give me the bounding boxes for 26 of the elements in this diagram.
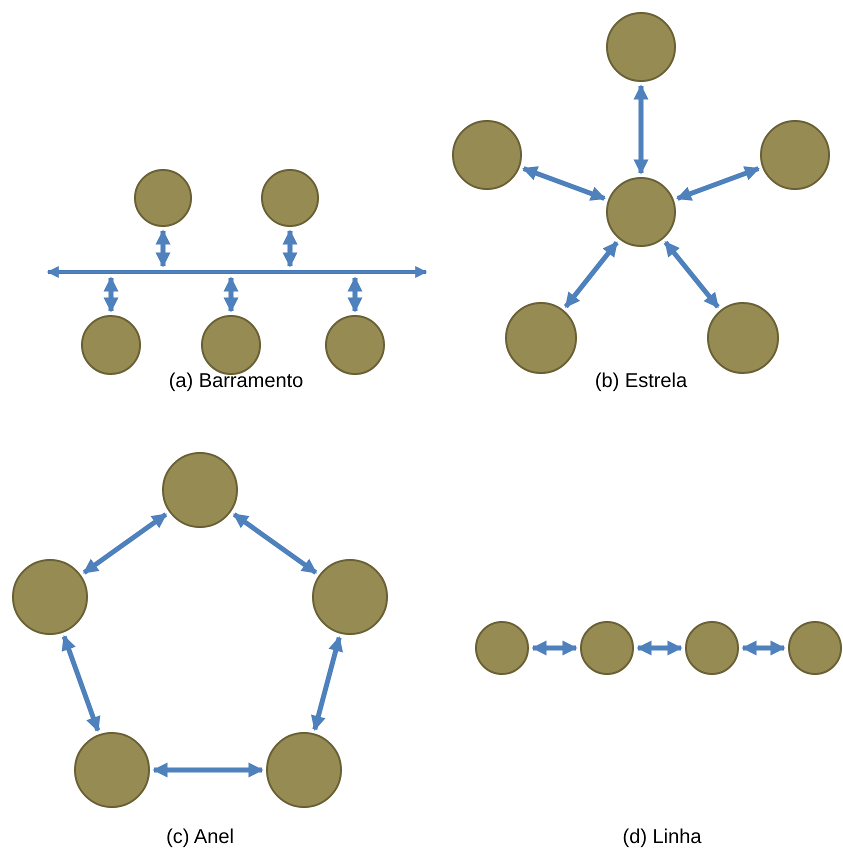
panel-caption: (d) Linha bbox=[622, 826, 702, 849]
double-arrow bbox=[152, 762, 264, 778]
double-arrow bbox=[82, 512, 168, 575]
double-arrow bbox=[634, 84, 648, 174]
double-arrow bbox=[224, 276, 238, 312]
circle-node bbox=[685, 621, 739, 675]
double-arrow bbox=[62, 635, 100, 732]
double-arrow bbox=[522, 166, 606, 201]
double-arrow bbox=[311, 636, 343, 731]
double-arrow bbox=[282, 230, 298, 268]
panel-caption: (c) Anel bbox=[166, 826, 234, 849]
double-arrow bbox=[664, 240, 720, 308]
double-arrow bbox=[676, 166, 760, 201]
double-arrow bbox=[564, 241, 619, 308]
double-arrow bbox=[104, 276, 118, 312]
double-arrow bbox=[156, 230, 170, 268]
panel-caption: (b) Estrela bbox=[594, 370, 688, 393]
circle-node bbox=[475, 621, 529, 675]
circle-node bbox=[788, 621, 842, 675]
double-arrow bbox=[636, 640, 682, 656]
panel-caption: (a) Barramento bbox=[168, 370, 304, 393]
double-arrow bbox=[348, 276, 362, 312]
double-arrow bbox=[532, 640, 578, 656]
double-arrow bbox=[742, 640, 786, 656]
circle-node bbox=[580, 621, 634, 675]
double-arrow bbox=[232, 512, 318, 575]
